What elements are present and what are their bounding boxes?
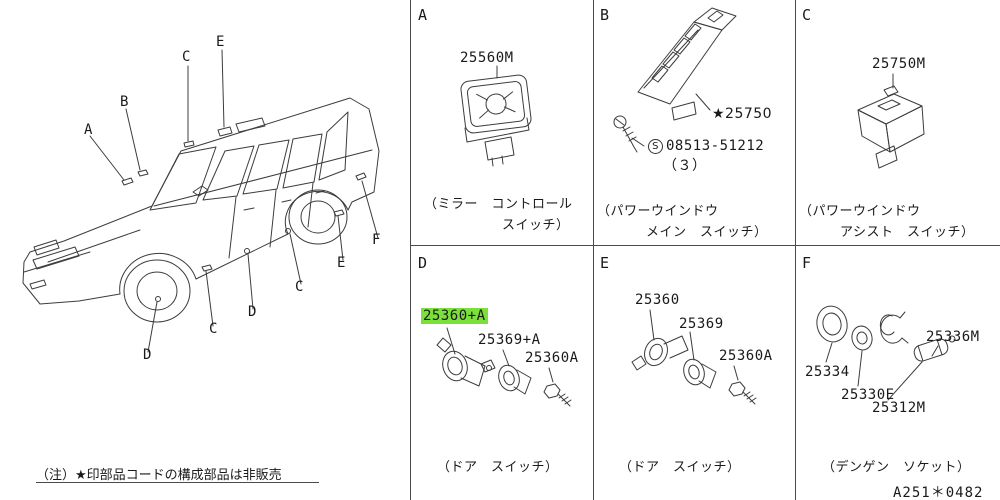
part-number-25330E[interactable]: 25330E (841, 387, 895, 403)
screw-qty: （３） (663, 158, 707, 174)
panel-f-caption: （デンゲン ソケット） (822, 460, 971, 475)
door-switch-illustration-e (631, 309, 757, 405)
car-callout-e2: E (337, 255, 346, 271)
car-callout-c2: C (295, 279, 304, 295)
circle-s-icon: S (648, 139, 663, 154)
part-number-25360A-bolt-e[interactable]: 25360A (719, 348, 773, 364)
power-window-main-switch-illustration (613, 7, 737, 153)
panel-a-caption-line1: （ミラー コントロール (424, 197, 573, 212)
panel-d-caption: （ドア スイッチ） (437, 460, 559, 475)
part-number-25360A-bolt-d[interactable]: 25360A (525, 350, 579, 366)
power-window-assist-switch-illustration (857, 73, 925, 169)
car-callout-f: F (372, 232, 381, 248)
divider-vertical-3 (795, 0, 796, 500)
divider-vertical-2 (593, 0, 594, 500)
vehicle-line-drawing (22, 49, 380, 353)
panel-b-caption-line1: （パワーウインドウ (597, 204, 719, 219)
panel-c-caption-line1: （パワーウインドウ (799, 204, 921, 219)
car-callout-d1: D (248, 304, 257, 320)
panel-c-caption-line2: アシスト スイッチ） (840, 225, 975, 240)
car-callout-b: B (120, 94, 129, 110)
part-number-25369A-d[interactable]: 25369+A (478, 332, 541, 348)
car-callout-c3: C (209, 321, 218, 337)
car-callout-d2: D (143, 347, 152, 363)
panel-b-letter: B (600, 6, 610, 24)
car-callout-c1: C (182, 49, 191, 65)
power-socket-illustration (816, 305, 956, 401)
part-number-25360A-highlighted[interactable]: 25360+A (421, 308, 488, 324)
door-switch-illustration-d (436, 327, 572, 407)
part-number-25750-star[interactable]: ★25750 (712, 106, 773, 122)
panel-e-letter: E (600, 254, 610, 272)
panel-d-letter: D (418, 254, 428, 272)
part-number-25312M[interactable]: 25312M (872, 400, 926, 416)
footnote-underline (36, 482, 319, 483)
divider-horizontal (410, 245, 1000, 246)
panel-f-letter: F (802, 254, 812, 272)
panel-a-caption-line2: スイッチ） (502, 218, 570, 233)
car-callout-e1: E (216, 34, 225, 50)
footnote: （注）★印部品コードの構成部品は非販売 (36, 468, 282, 483)
part-number-25336M[interactable]: 25336M (926, 329, 980, 345)
part-number-25560M[interactable]: 25560M (460, 50, 514, 66)
mirror-switch-illustration (460, 65, 532, 167)
panel-e-caption: （ドア スイッチ） (619, 460, 741, 475)
doc-ref: A251＊0482 (893, 485, 984, 500)
highlight-marker: 25360+A (421, 308, 488, 324)
divider-vertical-1 (410, 0, 411, 500)
part-number-25750M[interactable]: 25750M (872, 56, 926, 72)
part-number-25360-e[interactable]: 25360 (635, 292, 680, 308)
part-number-25369-e[interactable]: 25369 (679, 316, 724, 332)
car-callout-a: A (84, 122, 93, 138)
part-number-08513-51212: 08513-51212 (666, 138, 765, 154)
panel-a-letter: A (418, 6, 428, 24)
part-number-25334[interactable]: 25334 (805, 364, 850, 380)
panel-c-letter: C (802, 6, 812, 24)
panel-b-caption-line2: メイン スイッチ） (646, 225, 768, 240)
